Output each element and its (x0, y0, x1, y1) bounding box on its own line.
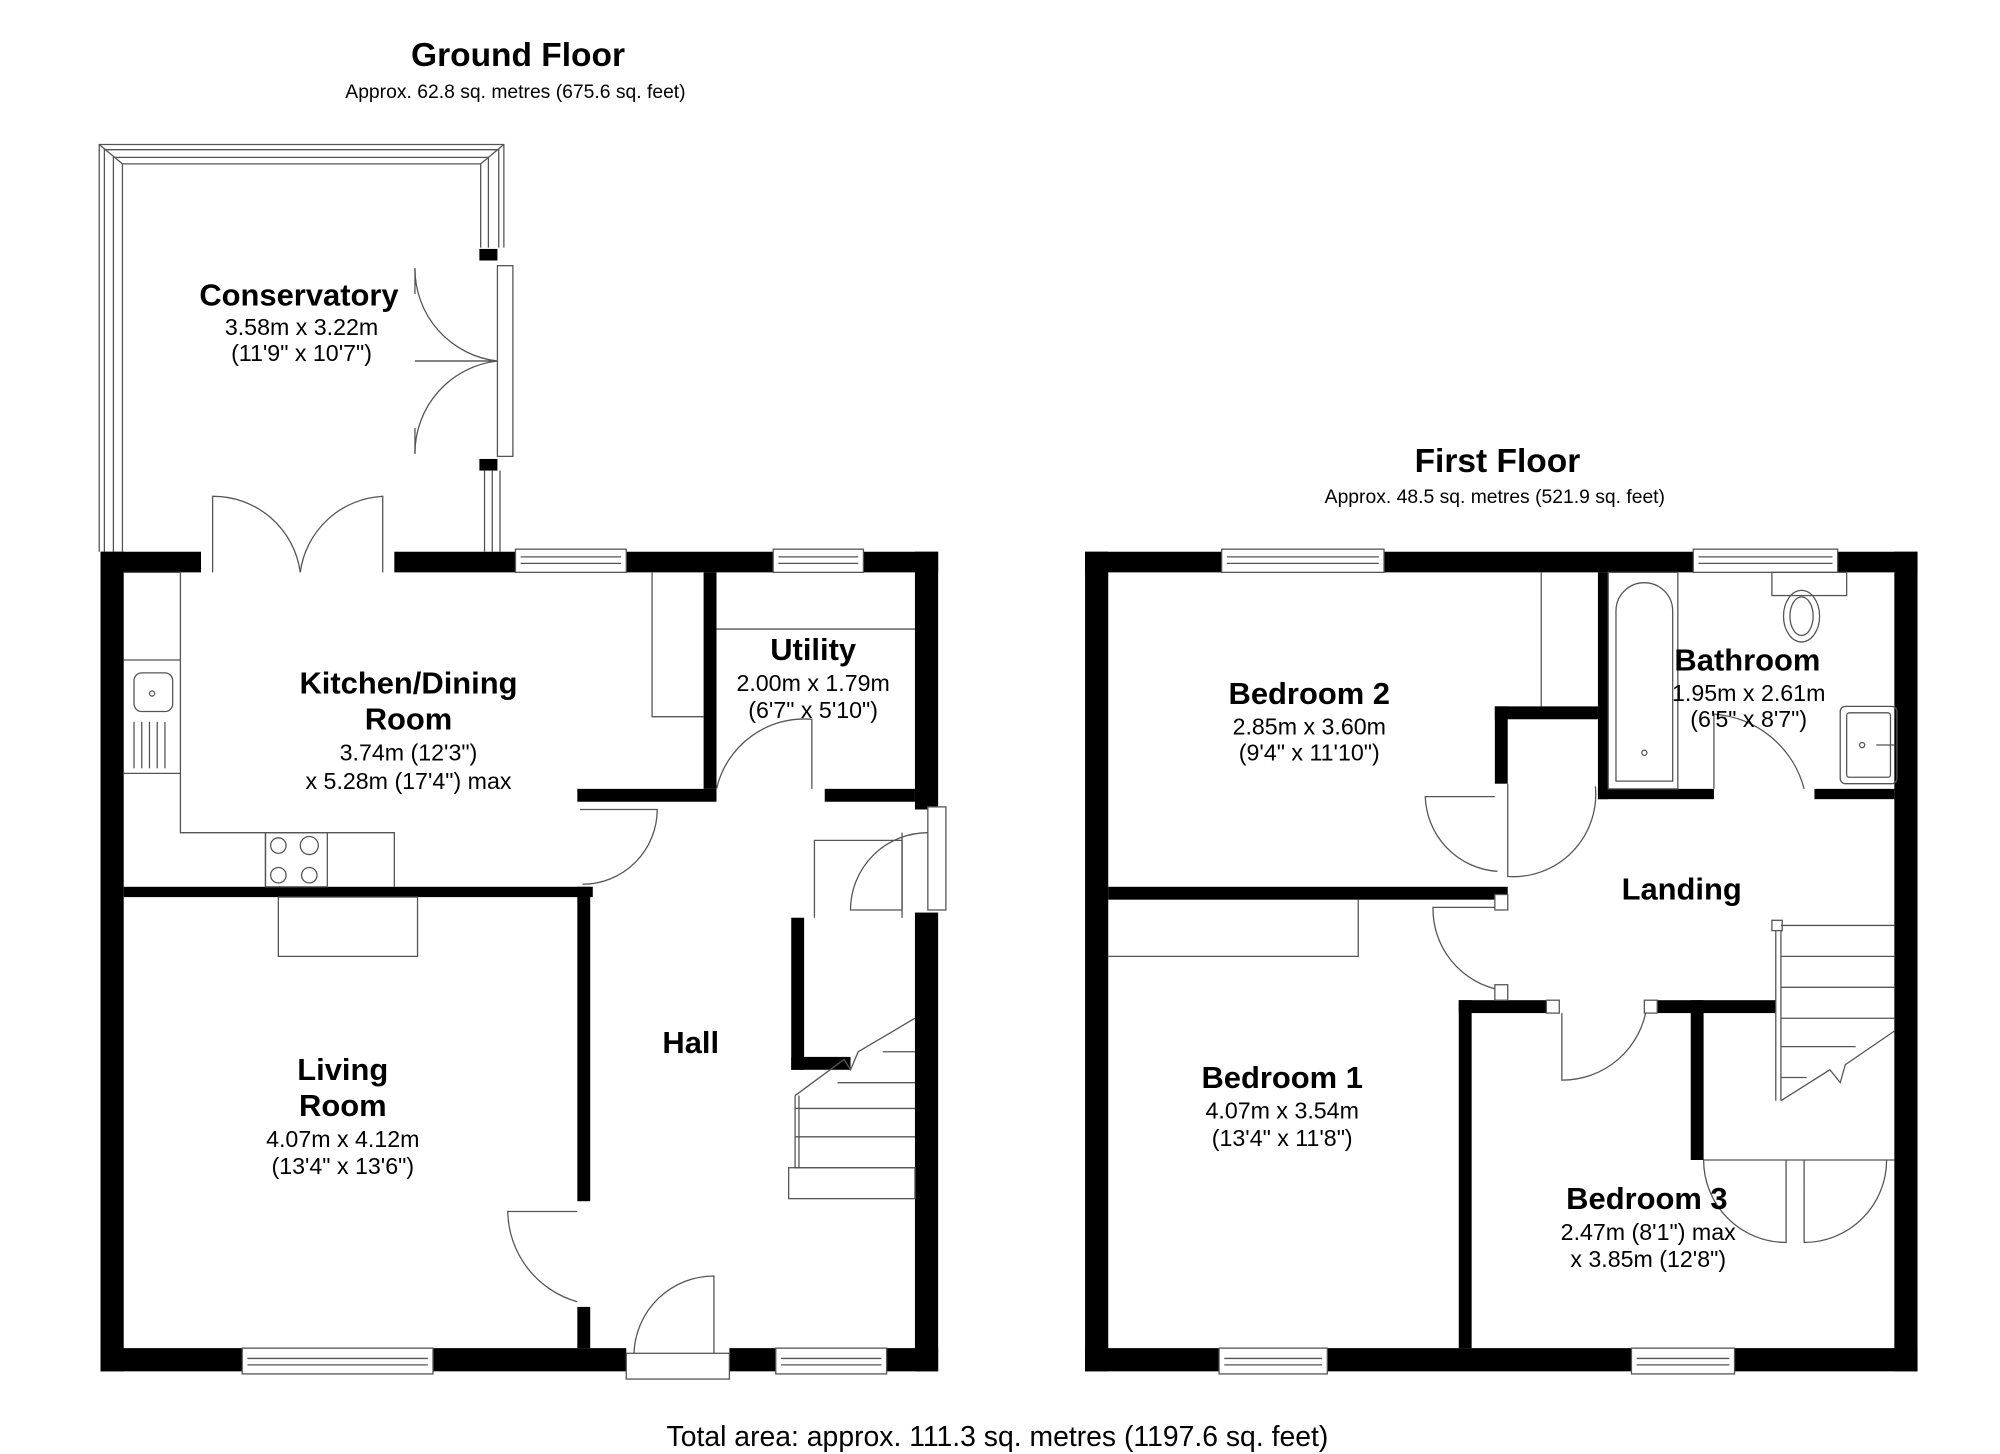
fireplace (277, 896, 419, 958)
bathroom-door (1713, 713, 1805, 790)
room-label-hall: Hall (662, 1025, 719, 1060)
svg-text:1.95m x 2.61m: 1.95m x 2.61m (1672, 680, 1825, 706)
svg-text:4.07m x 3.54m: 4.07m x 3.54m (1206, 1098, 1359, 1124)
room-label-bedroom2: Bedroom 2 2.85m x 3.60m (9'4" x 11'10") (1229, 676, 1390, 766)
room-label-living: Living Room 4.07m x 4.12m (13'4" x 13'6"… (266, 1052, 419, 1179)
svg-text:(6'5" x 8'7"): (6'5" x 8'7") (1690, 706, 1807, 732)
svg-text:Bedroom 1: Bedroom 1 (1201, 1060, 1362, 1095)
room-label-bedroom3: Bedroom 3 2.47m (8'1") max x 3.85m (12'8… (1561, 1181, 1736, 1272)
svg-text:x 3.85m (12'8"): x 3.85m (12'8") (1570, 1246, 1726, 1272)
svg-text:(13'4" x 13'6"): (13'4" x 13'6") (271, 1153, 414, 1179)
room-label-utility: Utility 2.00m x 1.79m (6'7" x 5'10") (736, 632, 889, 723)
svg-text:Bedroom 3: Bedroom 3 (1566, 1181, 1727, 1216)
bedroom1-door (1432, 906, 1501, 991)
ground-floor-title: Ground Floor (411, 37, 625, 74)
svg-text:2.00m x 1.79m: 2.00m x 1.79m (736, 670, 889, 696)
bedroom2-door (1424, 795, 1498, 872)
room-label-landing: Landing (1622, 872, 1742, 907)
front-door (625, 1275, 731, 1380)
room-label-kitchen: Kitchen/Dining Room 3.74m (12'3") x 5.28… (299, 665, 517, 793)
bedroom3-door (1561, 1005, 1648, 1081)
utility-door (715, 718, 813, 790)
bedroom1-window (1218, 1347, 1328, 1375)
svg-text:(6'7" x 5'10"): (6'7" x 5'10") (748, 697, 878, 723)
ground-floor-plan (98, 143, 947, 1380)
svg-text:Room: Room (299, 1088, 387, 1123)
bathroom-fixtures (1607, 571, 1898, 790)
svg-text:Kitchen/Dining: Kitchen/Dining (299, 665, 517, 700)
svg-text:2.85m x 3.60m: 2.85m x 3.60m (1233, 714, 1386, 740)
bedroom2-window (1221, 548, 1385, 574)
side-door (849, 806, 947, 911)
svg-text:Room: Room (365, 702, 453, 737)
room-label-conservatory: Conservatory 3.58m x 3.22m (11'9" x 10'7… (199, 278, 399, 366)
svg-text:Utility: Utility (770, 632, 857, 667)
bathroom-window (1692, 548, 1839, 574)
svg-text:Bathroom: Bathroom (1674, 642, 1820, 677)
svg-text:(11'9" x 10'7"): (11'9" x 10'7") (231, 340, 372, 366)
svg-text:4.07m x 4.12m: 4.07m x 4.12m (266, 1126, 419, 1152)
svg-text:2.47m (8'1") max: 2.47m (8'1") max (1561, 1219, 1736, 1245)
bedroom3-window (1630, 1347, 1736, 1375)
kitchen-units (123, 571, 915, 888)
svg-text:(9'4" x 11'10"): (9'4" x 11'10") (1239, 740, 1380, 766)
conservatory-side-doors (414, 268, 498, 454)
svg-text:Bedroom 2: Bedroom 2 (1229, 676, 1390, 711)
room-label-bathroom: Bathroom 1.95m x 2.61m (6'5" x 8'7") (1672, 642, 1825, 732)
svg-text:(13'4" x 11'8"): (13'4" x 11'8") (1212, 1125, 1353, 1151)
bedroom3-wardrobe (1702, 1159, 1895, 1244)
kitchen-window (514, 548, 627, 574)
svg-text:Conservatory: Conservatory (199, 278, 399, 313)
first-floor-plan (1085, 548, 1918, 1375)
ground-floor-stairs (788, 1017, 916, 1200)
svg-text:3.74m (12'3"): 3.74m (12'3") (340, 740, 478, 766)
living-room-window (241, 1347, 434, 1375)
ground-floor-area: Approx. 62.8 sq. metres (675.6 sq. feet) (345, 82, 685, 103)
utility-window (772, 548, 865, 574)
total-area: Total area: approx. 111.3 sq. metres (11… (667, 1421, 1329, 1453)
kitchen-hall-door (579, 808, 658, 885)
svg-text:x 5.28m (17'4") max: x 5.28m (17'4") max (306, 768, 512, 794)
cupboard-door (1507, 783, 1597, 878)
first-floor-title: First Floor (1415, 443, 1581, 480)
kitchen-french-doors (211, 495, 384, 573)
svg-text:3.58m x 3.22m: 3.58m x 3.22m (225, 314, 378, 340)
svg-text:Living: Living (297, 1052, 388, 1087)
room-label-bedroom1: Bedroom 1 4.07m x 3.54m (13'4" x 11'8") (1201, 1060, 1362, 1151)
hall-window (775, 1347, 888, 1375)
under-stairs-cupboard (791, 839, 903, 1070)
living-room-door (507, 1210, 578, 1303)
conservatory-frame (98, 143, 514, 552)
first-floor-stairs (1771, 919, 1895, 1102)
first-floor-area: Approx. 48.5 sq. metres (521.9 sq. feet) (1325, 487, 1665, 508)
